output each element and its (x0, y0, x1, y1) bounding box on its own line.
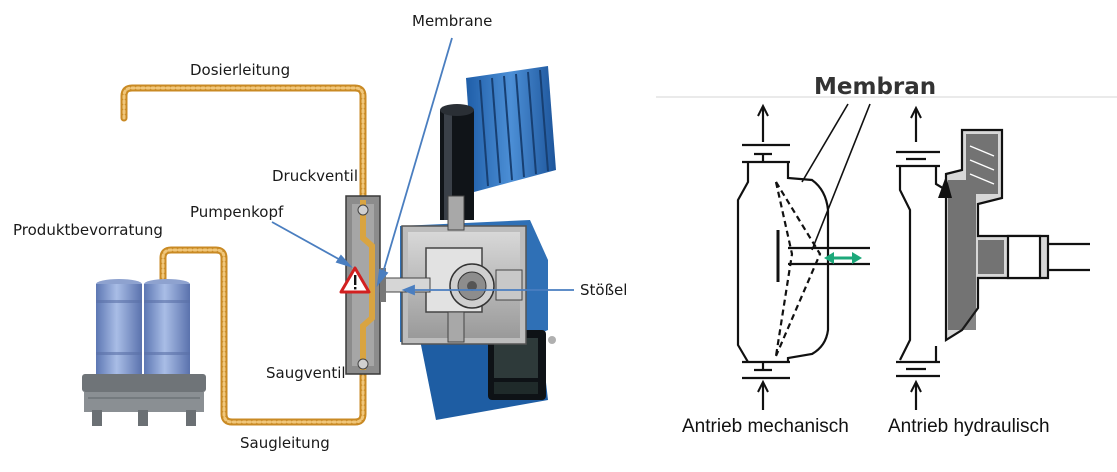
caption-hydraulic-drive: Antrieb hydraulisch (888, 416, 1050, 437)
drive-cross-section (401, 195, 527, 345)
oscillation-double-arrow (824, 252, 862, 264)
label-product-storage: Produktbevorratung (13, 221, 163, 239)
label-plunger: Stößel (580, 281, 628, 299)
membran-pointer-lines (801, 103, 871, 251)
caption-mechanical-drive: Antrieb mechanisch (682, 416, 849, 437)
label-pump-head: Pumpenkopf (190, 203, 284, 221)
mechanical-drive-schematic (736, 103, 870, 410)
annotation-arrows (271, 37, 574, 296)
hydraulic-fill-pattern (948, 134, 1004, 330)
membran-title: Membran (814, 74, 937, 100)
label-suction-line: Saugleitung (240, 434, 330, 452)
pressure-valve-ball (357, 204, 369, 216)
dosing-line-pipe (120, 84, 367, 200)
suction-valve-ball (357, 358, 369, 370)
label-dosing-line: Dosierleitung (190, 61, 291, 79)
hydraulic-spring-lines (969, 145, 1037, 275)
suction-line-pipe (159, 246, 367, 426)
hydraulic-flow-arrow (938, 176, 952, 198)
label-pressure-valve: Druckventil (272, 167, 358, 185)
warning-icon (339, 266, 371, 294)
label-suction-valve: Saugventil (266, 364, 346, 382)
label-membrane: Membrane (412, 12, 493, 30)
product-storage-drums (82, 279, 206, 426)
